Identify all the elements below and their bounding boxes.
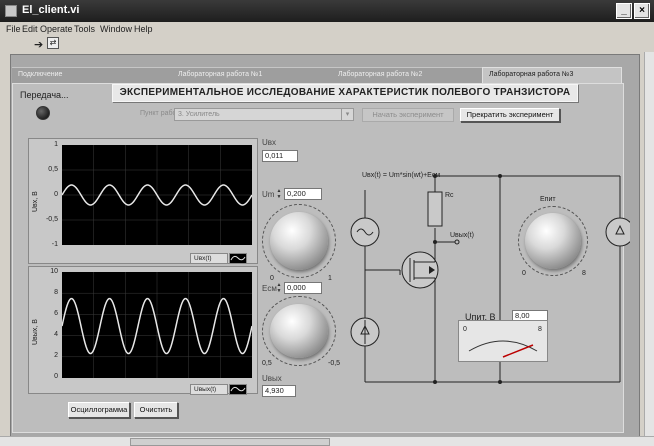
um-scale-min: 0	[270, 275, 274, 282]
input-waveform-plot	[61, 145, 253, 245]
uvx-indicator: 0,011	[262, 150, 298, 162]
uvyx-indicator: 4,930	[262, 385, 296, 397]
mode-select-value: 3. Усилитель	[178, 111, 220, 118]
esm-input[interactable]: 0,000	[284, 282, 322, 294]
uvyx-label: Uвых	[262, 374, 282, 383]
um-label: Um	[262, 190, 275, 199]
horizontal-scrollbar[interactable]	[0, 436, 654, 446]
stop-experiment-button[interactable]: Прекратить эксперимент	[460, 108, 560, 122]
um-scale-max: 1	[328, 275, 332, 282]
resistor-label: Rc	[445, 192, 454, 199]
output-legend: Uвых(t)	[190, 384, 228, 395]
meter-scale-max: 8	[538, 326, 542, 333]
um-stepper[interactable]: ▲▼	[276, 188, 282, 200]
meter-label: Uпит, В	[465, 312, 496, 322]
input-graph-ylabel: Uвх, В	[32, 191, 39, 212]
chevron-down-icon[interactable]: ▾	[341, 109, 353, 120]
tab-lab1[interactable]: Лабораторная работа №1	[172, 67, 332, 83]
vertical-scrollbar[interactable]	[644, 52, 654, 436]
menu-file[interactable]: File	[6, 24, 21, 34]
transfer-label: Передача...	[20, 90, 69, 100]
waveform-trace	[61, 297, 253, 355]
tab-lab3[interactable]: Лабораторная работа №3	[482, 67, 622, 83]
window-title: El_client.vi	[22, 4, 80, 16]
title-bar: El_client.vi _ ×	[0, 0, 654, 22]
run-arrow-icon[interactable]: ➔	[34, 39, 44, 51]
output-ytick: 2	[54, 352, 58, 359]
esm-scale-min: 0,5	[262, 360, 272, 367]
output-graph-ylabel: Uвых, В	[32, 319, 39, 345]
menu-bar: File Edit Operate Tools Window Help	[0, 22, 654, 36]
esm-label: Eсм	[262, 284, 277, 293]
oscillogram-button[interactable]: Осциллограмма	[68, 402, 130, 418]
scrollbar-thumb[interactable]	[130, 438, 330, 446]
esm-knob[interactable]	[270, 304, 328, 358]
output-ytick: 10	[50, 268, 58, 275]
experiment-title: ЭКСПЕРИМЕНТАЛЬНОЕ ИССЛЕДОВАНИЕ ХАРАКТЕРИ…	[112, 84, 578, 102]
um-input[interactable]: 0,200	[284, 188, 322, 200]
menu-help[interactable]: Help	[134, 24, 153, 34]
input-legend: Uвх(t)	[190, 253, 228, 264]
output-node-label: Uвых(t)	[450, 232, 474, 239]
input-ytick: 0,5	[48, 166, 58, 173]
meter-scale-min: 0	[463, 326, 467, 333]
epit-knob-scale	[518, 206, 588, 276]
input-ytick: -1	[51, 241, 58, 248]
input-ytick: 1	[54, 141, 58, 148]
minimize-button[interactable]: _	[616, 3, 632, 19]
output-ytick: 4	[54, 331, 58, 338]
output-ytick: 6	[54, 310, 58, 317]
epit-knob[interactable]	[525, 213, 581, 269]
mode-select[interactable]: 3. Усилитель ▾	[174, 108, 354, 121]
input-ytick: 0	[54, 191, 58, 198]
menu-window[interactable]: Window	[100, 24, 133, 34]
voltmeter	[458, 320, 548, 362]
esm-stepper[interactable]: ▲▼	[276, 282, 282, 294]
toolbar: ➔ ⇄	[0, 36, 654, 52]
app-icon	[5, 5, 17, 17]
esm-knob-scale	[262, 296, 336, 366]
start-experiment-button[interactable]: Начать эксперимент	[362, 108, 454, 122]
circuit-formula: Uвх(t) = Um*sin(wt)+Eсм	[362, 172, 441, 179]
output-legend-swatch[interactable]	[229, 384, 247, 395]
output-plot-area	[61, 272, 253, 378]
input-legend-swatch[interactable]	[229, 253, 247, 264]
menu-edit[interactable]: Edit	[22, 24, 38, 34]
input-plot-area	[61, 145, 253, 245]
epit-label: Eпит	[540, 196, 556, 203]
waveform-trace	[61, 184, 253, 206]
epit-scale-max: 8	[582, 270, 586, 277]
um-knob[interactable]	[270, 212, 328, 270]
um-knob-scale	[262, 204, 336, 278]
close-button[interactable]: ×	[634, 3, 650, 19]
output-ytick: 8	[54, 289, 58, 296]
menu-tools[interactable]: Tools	[74, 24, 96, 34]
run-continuous-icon[interactable]: ⇄	[47, 37, 59, 49]
menu-operate[interactable]: Operate	[40, 24, 73, 34]
tab-bar: Подключение Лабораторная работа №1 Лабор…	[12, 67, 622, 83]
output-ytick: 0	[54, 373, 58, 380]
tab-lab2[interactable]: Лабораторная работа №2	[332, 67, 482, 83]
epit-scale-min: 0	[522, 270, 526, 277]
mode-label: Пункт работы	[140, 110, 185, 117]
uvx-label: Uвх	[262, 138, 277, 147]
tab-connection[interactable]: Подключение	[12, 67, 172, 83]
clear-button[interactable]: Очистить	[134, 402, 178, 418]
transfer-led	[36, 106, 50, 120]
output-waveform-plot	[61, 272, 253, 378]
circuit-diagram	[350, 174, 630, 384]
esm-scale-max: -0,5	[328, 360, 341, 367]
input-ytick: -0,5	[45, 216, 58, 223]
